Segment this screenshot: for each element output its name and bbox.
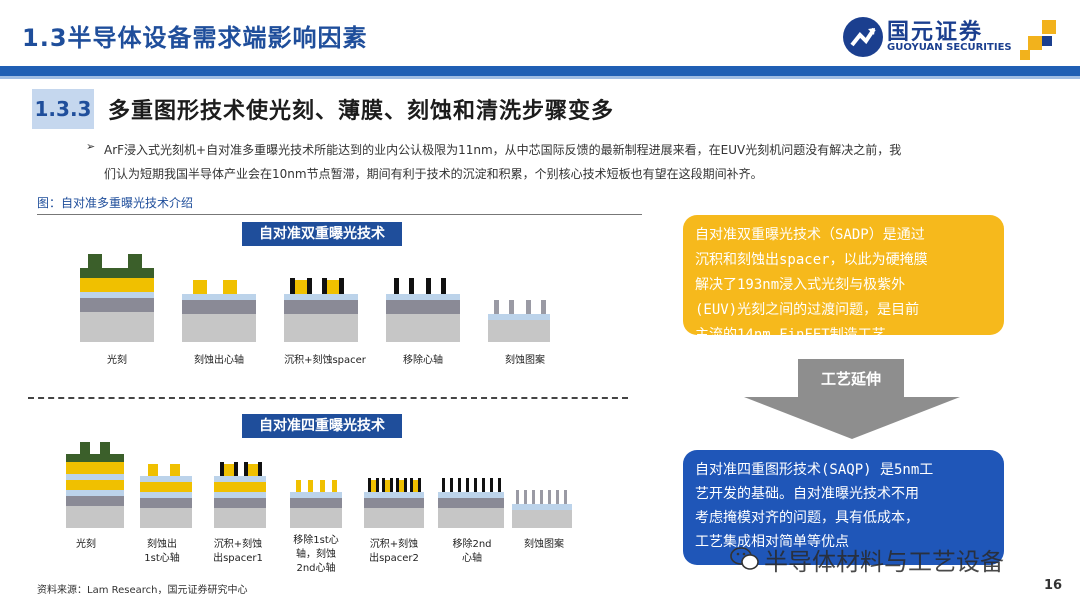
- sadp-callout-line-1: 自对准双重曝光技术（SADP）是通过: [695, 227, 925, 243]
- saqp-label-3-line-1: 沉积+刻蚀: [213, 539, 263, 550]
- saqp-step-label-3: 沉积+刻蚀出spacer1: [198, 538, 278, 566]
- saqp-callout-line-3: 考虑掩模对齐的问题，具有低成本，: [695, 510, 919, 526]
- page-title: 1.3半导体设备需求端影响因素: [22, 24, 368, 52]
- sadp-step-label-1: 光刻: [107, 355, 127, 366]
- saqp-label-1-line-1: 光刻: [76, 539, 96, 550]
- saqp-label-6-line-1: 移除2nd: [452, 539, 492, 550]
- sadp-step-3-stack: [284, 278, 358, 342]
- header-bar: [0, 66, 1080, 76]
- logo-text-cn: 国元证券: [887, 20, 984, 45]
- bullet-line-1: ArF浸入式光刻机+自对准多重曝光技术所能达到的业内公认极限为11nm，从中芯国…: [104, 143, 902, 157]
- saqp-callout-line-1: 自对准四重图形技术(SAQP) 是5nm工: [695, 462, 934, 478]
- sadp-step-label-4: 移除心轴: [403, 355, 443, 366]
- section-title: 多重图形技术使光刻、薄膜、刻蚀和清洗步骤变多: [108, 99, 615, 124]
- figure-dashed-divider: [28, 397, 628, 399]
- down-arrow-icon: [744, 397, 960, 439]
- saqp-step-2-stack: [140, 464, 192, 528]
- sadp-step-1-stack: [80, 254, 154, 342]
- page-number: 16: [1044, 578, 1063, 593]
- sadp-callout: 自对准双重曝光技术（SADP）是通过 沉积和刻蚀出spacer，以此为硬掩膜 解…: [683, 215, 1004, 343]
- saqp-step-3-stack: [214, 462, 266, 528]
- saqp-step-4-stack: [290, 480, 342, 528]
- saqp-step-label-5: 沉积+刻蚀出spacer2: [354, 538, 434, 566]
- saqp-step-label-2: 刻蚀出 1st心轴: [122, 538, 202, 566]
- saqp-label-3-line-2: 出spacer1: [213, 553, 263, 564]
- figure-caption: 图：自对准多重曝光技术介绍: [37, 196, 194, 210]
- sadp-step-label-3: 沉积+刻蚀spacer: [284, 355, 366, 366]
- saqp-label-2-line-1: 刻蚀出: [147, 539, 177, 550]
- sadp-step-4-stack: [386, 278, 460, 342]
- sadp-process-diagram: [80, 254, 550, 342]
- sadp-step-5-stack: [488, 300, 550, 342]
- saqp-callout-line-4: 工艺集成相对简单等优点: [695, 534, 849, 550]
- bullet-paragraph: ArF浸入式光刻机+自对准多重曝光技术所能达到的业内公认极限为11nm，从中芯国…: [104, 138, 1004, 186]
- sadp-step-label-2: 刻蚀出心轴: [194, 355, 244, 366]
- bullet-arrow-icon: ➢: [86, 140, 96, 153]
- process-extension-arrow: [798, 359, 904, 397]
- sadp-callout-line-5: 主流的14nm FinFET制造工艺。: [695, 327, 900, 343]
- figure-divider: [37, 214, 642, 215]
- source-note: 资料来源：Lam Research，国元证券研究中心: [37, 585, 248, 596]
- saqp-callout: 自对准四重图形技术(SAQP) 是5nm工 艺开发的基础。自对准曝光技术不用 考…: [683, 450, 1004, 565]
- sadp-callout-line-2: 沉积和刻蚀出spacer，以此为硬掩膜: [695, 252, 928, 268]
- guoyuan-logo-icon: [843, 17, 883, 57]
- saqp-label-2-line-2: 1st心轴: [144, 553, 180, 564]
- saqp-label-4-line-2: 轴，刻蚀: [296, 549, 336, 560]
- sadp-callout-line-4: (EUV)光刻之间的过渡问题，是目前: [695, 302, 920, 318]
- saqp-callout-line-2: 艺开发的基础。自对准曝光技术不用: [695, 486, 919, 502]
- saqp-label-5-line-2: 出spacer2: [369, 553, 419, 564]
- sadp-step-2-stack: [182, 280, 256, 342]
- saqp-step-1-stack: [66, 442, 124, 528]
- saqp-step-label-4: 移除1st心轴，刻蚀 2nd心轴: [276, 534, 356, 576]
- arrow-label: 工艺延伸: [820, 370, 881, 388]
- saqp-step-6-stack: [438, 478, 504, 528]
- sadp-title-band: 自对准双重曝光技术: [242, 222, 402, 246]
- saqp-step-label-6: 移除2nd 心轴: [432, 538, 512, 566]
- saqp-title-band: 自对准四重曝光技术: [242, 414, 402, 438]
- saqp-step-7-stack: [512, 490, 572, 528]
- sadp-step-label-5: 刻蚀图案: [505, 355, 545, 366]
- bullet-line-2: 们认为短期我国半导体产业会在10nm节点暂滞，期间有利于技术的沉淀和积累，个别核…: [104, 167, 763, 181]
- sadp-callout-line-3: 解决了193nm浸入式光刻与极紫外: [695, 277, 906, 293]
- saqp-step-5-stack: [364, 478, 424, 528]
- saqp-label-6-line-2: 心轴: [462, 553, 482, 564]
- saqp-label-4-line-1: 移除1st心: [293, 535, 339, 546]
- saqp-label-5-line-1: 沉积+刻蚀: [369, 539, 419, 550]
- saqp-step-label-1: 光刻: [46, 538, 126, 552]
- watermark-text: 半导体材料与工艺设备: [764, 548, 1004, 576]
- saqp-label-7-line-1: 刻蚀图案: [524, 539, 564, 550]
- saqp-process-diagram: [66, 442, 572, 528]
- logo-text-en: GUOYUAN SECURITIES: [887, 42, 1012, 53]
- saqp-label-4-line-3: 2nd心轴: [296, 563, 336, 574]
- saqp-step-label-7: 刻蚀图案: [504, 538, 584, 552]
- section-number: 1.3.3: [32, 89, 94, 129]
- header-bar-accent: [0, 76, 1080, 79]
- wechat-icon: [730, 547, 759, 570]
- logo-squares-icon: [1020, 20, 1056, 60]
